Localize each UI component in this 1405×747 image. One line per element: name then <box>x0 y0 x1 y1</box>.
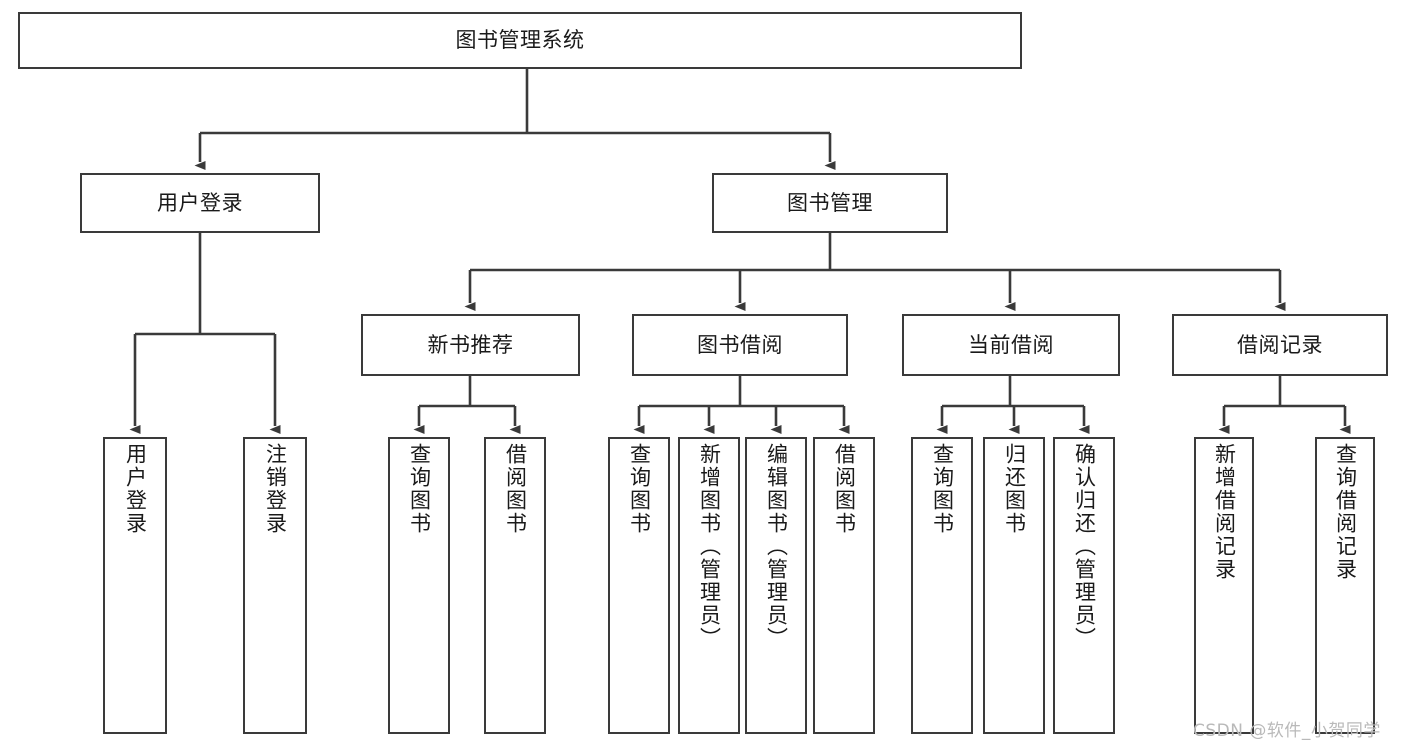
node-leaf[interactable]: 新增借阅记录 <box>1194 437 1254 734</box>
node-leaf[interactable]: 确认归还（管理员） <box>1053 437 1115 734</box>
node-branch[interactable]: 用户登录 <box>80 173 320 233</box>
node-label: 用户登录 <box>123 443 148 535</box>
node-leaf[interactable]: 编辑图书（管理员） <box>745 437 807 734</box>
csdn-watermark: CSDN @软件_小贺同学 <box>1193 721 1381 741</box>
node-label: 借阅图书 <box>503 443 528 535</box>
node-label: 借阅记录 <box>1237 332 1323 357</box>
node-branch[interactable]: 图书管理 <box>712 173 948 233</box>
node-leaf[interactable]: 借阅图书 <box>813 437 875 734</box>
node-label: 借阅图书 <box>832 443 857 535</box>
node-label: 查询借阅记录 <box>1333 443 1358 581</box>
node-label: 图书借阅 <box>697 332 783 357</box>
node-leaf[interactable]: 借阅图书 <box>484 437 546 734</box>
node-branch[interactable]: 新书推荐 <box>361 314 580 376</box>
node-label: 查询图书 <box>407 443 432 535</box>
node-leaf[interactable]: 查询图书 <box>911 437 973 734</box>
node-leaf[interactable]: 新增图书（管理员） <box>678 437 740 734</box>
node-label: 编辑图书（管理员） <box>764 443 789 650</box>
node-leaf[interactable]: 用户登录 <box>103 437 167 734</box>
node-label: 查询图书 <box>627 443 652 535</box>
node-branch[interactable]: 当前借阅 <box>902 314 1120 376</box>
node-label: 新书推荐 <box>427 332 514 357</box>
node-branch[interactable]: 借阅记录 <box>1172 314 1388 376</box>
node-leaf[interactable]: 归还图书 <box>983 437 1045 734</box>
node-root-label: 图书管理系统 <box>455 28 585 53</box>
node-label: 注销登录 <box>263 443 288 535</box>
node-label: 用户登录 <box>157 190 243 215</box>
node-leaf[interactable]: 查询借阅记录 <box>1315 437 1375 734</box>
node-label: 新增借阅记录 <box>1212 443 1237 581</box>
node-label: 确认归还（管理员） <box>1072 443 1097 650</box>
node-leaf[interactable]: 注销登录 <box>243 437 307 734</box>
node-label: 图书管理 <box>787 190 873 215</box>
node-label: 查询图书 <box>930 443 955 535</box>
node-label: 当前借阅 <box>968 332 1054 357</box>
node-label: 新增图书（管理员） <box>697 443 722 650</box>
node-leaf[interactable]: 查询图书 <box>388 437 450 734</box>
node-root[interactable]: 图书管理系统 <box>18 12 1022 69</box>
node-leaf[interactable]: 查询图书 <box>608 437 670 734</box>
node-label: 归还图书 <box>1002 443 1027 535</box>
node-branch[interactable]: 图书借阅 <box>632 314 848 376</box>
